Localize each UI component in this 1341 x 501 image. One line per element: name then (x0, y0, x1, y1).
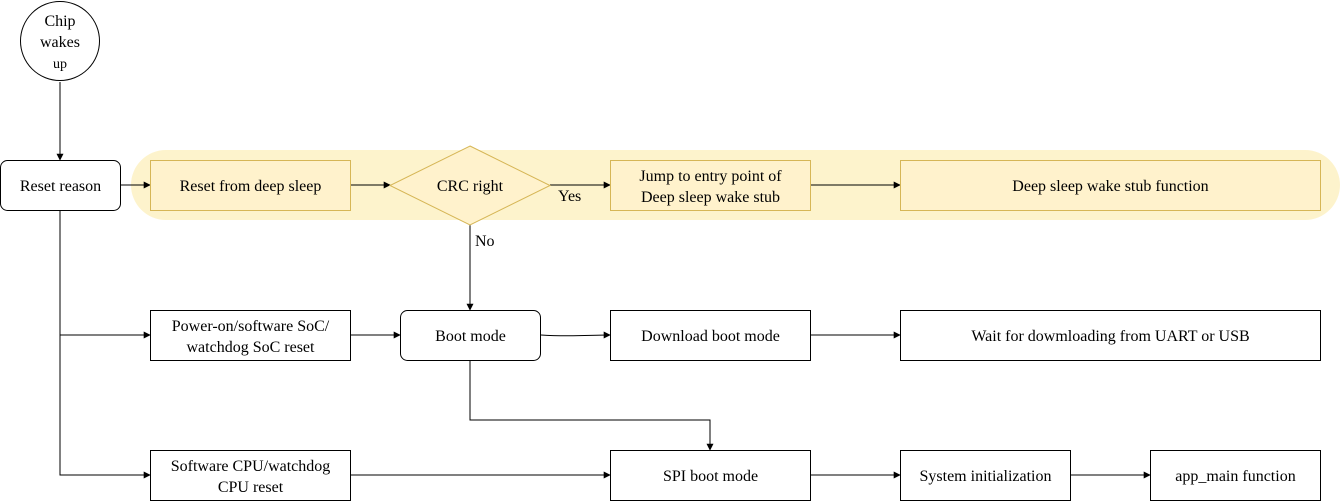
node-power-on-reset-line-1: Power-on/software SoC/ (172, 318, 330, 335)
node-reset-from-deep-sleep: Reset from deep sleep (150, 160, 351, 211)
node-wait-for-downloading: Wait for dowmloading from UART or USB (900, 310, 1321, 361)
node-reset-reason-label: Reset reason (20, 178, 101, 195)
node-wait-for-downloading-label: Wait for dowmloading from UART or USB (971, 328, 1249, 345)
edge-boot-mode-to-spi (469, 360, 714, 451)
node-boot-mode: Boot mode (400, 310, 541, 361)
node-software-cpu-reset: Software CPU/watchdog CPU reset (150, 450, 351, 501)
node-app-main-function: app_main function (1150, 450, 1321, 501)
node-jump-to-entry-point-line-2: Deep sleep wake stub (641, 189, 780, 206)
edge-reset-reason-trunk (59, 210, 151, 479)
node-download-boot-mode: Download boot mode (610, 310, 811, 361)
edge-label-no: No (475, 233, 495, 250)
node-crc-right-label: CRC right (437, 178, 504, 195)
edge-boot-mode-to-download (540, 331, 611, 339)
node-crc-right: CRC right (388, 145, 552, 226)
node-deep-sleep-wake-stub-function: Deep sleep wake stub function (900, 160, 1321, 211)
node-system-initialization-label: System initialization (920, 468, 1052, 485)
node-power-on-reset: Power-on/software SoC/ watchdog SoC rese… (150, 310, 351, 361)
node-reset-reason: Reset reason (0, 160, 121, 211)
node-download-boot-mode-label: Download boot mode (641, 328, 780, 345)
node-software-cpu-reset-line-2: CPU reset (218, 479, 284, 496)
node-power-on-reset-line-2: watchdog SoC reset (187, 339, 316, 356)
node-chip-wakes-up-line-1: Chip (44, 13, 75, 30)
node-system-initialization: System initialization (900, 450, 1071, 501)
node-chip-wakes-up-line-3: up (53, 57, 67, 72)
node-spi-boot-mode: SPI boot mode (610, 450, 811, 501)
node-jump-to-entry-point-line-1: Jump to entry point of (639, 168, 782, 185)
node-deep-sleep-wake-stub-function-label: Deep sleep wake stub function (1012, 178, 1208, 195)
node-app-main-function-label: app_main function (1175, 468, 1295, 485)
node-boot-mode-label: Boot mode (435, 328, 506, 345)
node-chip-wakes-up: Chip wakes up (20, 1, 100, 81)
node-software-cpu-reset-line-1: Software CPU/watchdog (171, 458, 331, 475)
node-jump-to-entry-point: Jump to entry point of Deep sleep wake s… (610, 160, 811, 211)
edge-label-yes: Yes (558, 188, 581, 205)
node-chip-wakes-up-line-2: wakes (40, 34, 80, 51)
node-reset-from-deep-sleep-label: Reset from deep sleep (180, 178, 322, 195)
edges (56, 82, 1151, 479)
node-spi-boot-mode-label: SPI boot mode (663, 468, 758, 485)
